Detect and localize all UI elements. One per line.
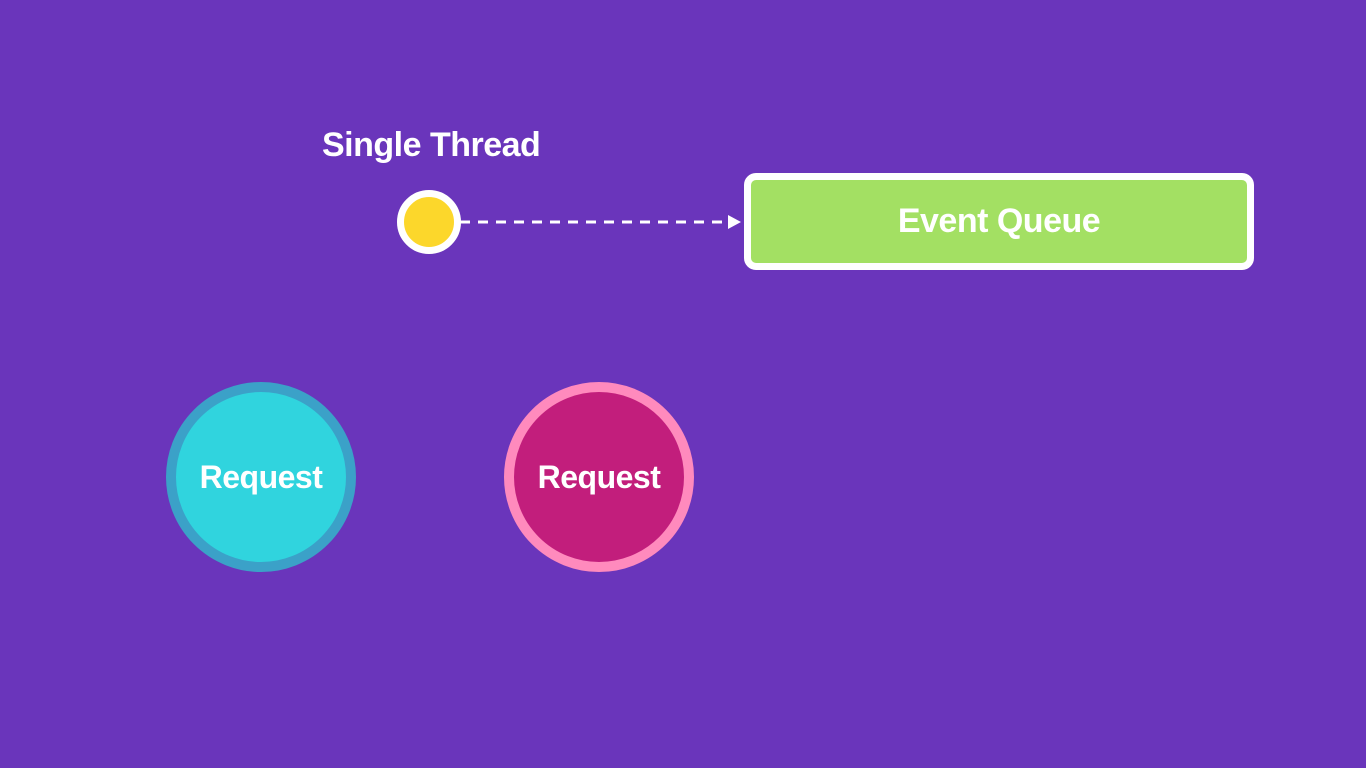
request-label: Request [537,458,661,495]
request-circle-cyan: Request [166,382,356,572]
single-thread-label: Single Thread [322,126,541,164]
dashed-arrow-head [728,215,741,229]
event-queue-label: Event Queue [897,202,1101,240]
request-circle-magenta: Request [504,382,694,572]
request-label: Request [199,458,323,495]
thread-dot [397,190,461,254]
dashed-arrow [460,215,741,229]
event-queue-box: Event Queue [744,173,1254,270]
